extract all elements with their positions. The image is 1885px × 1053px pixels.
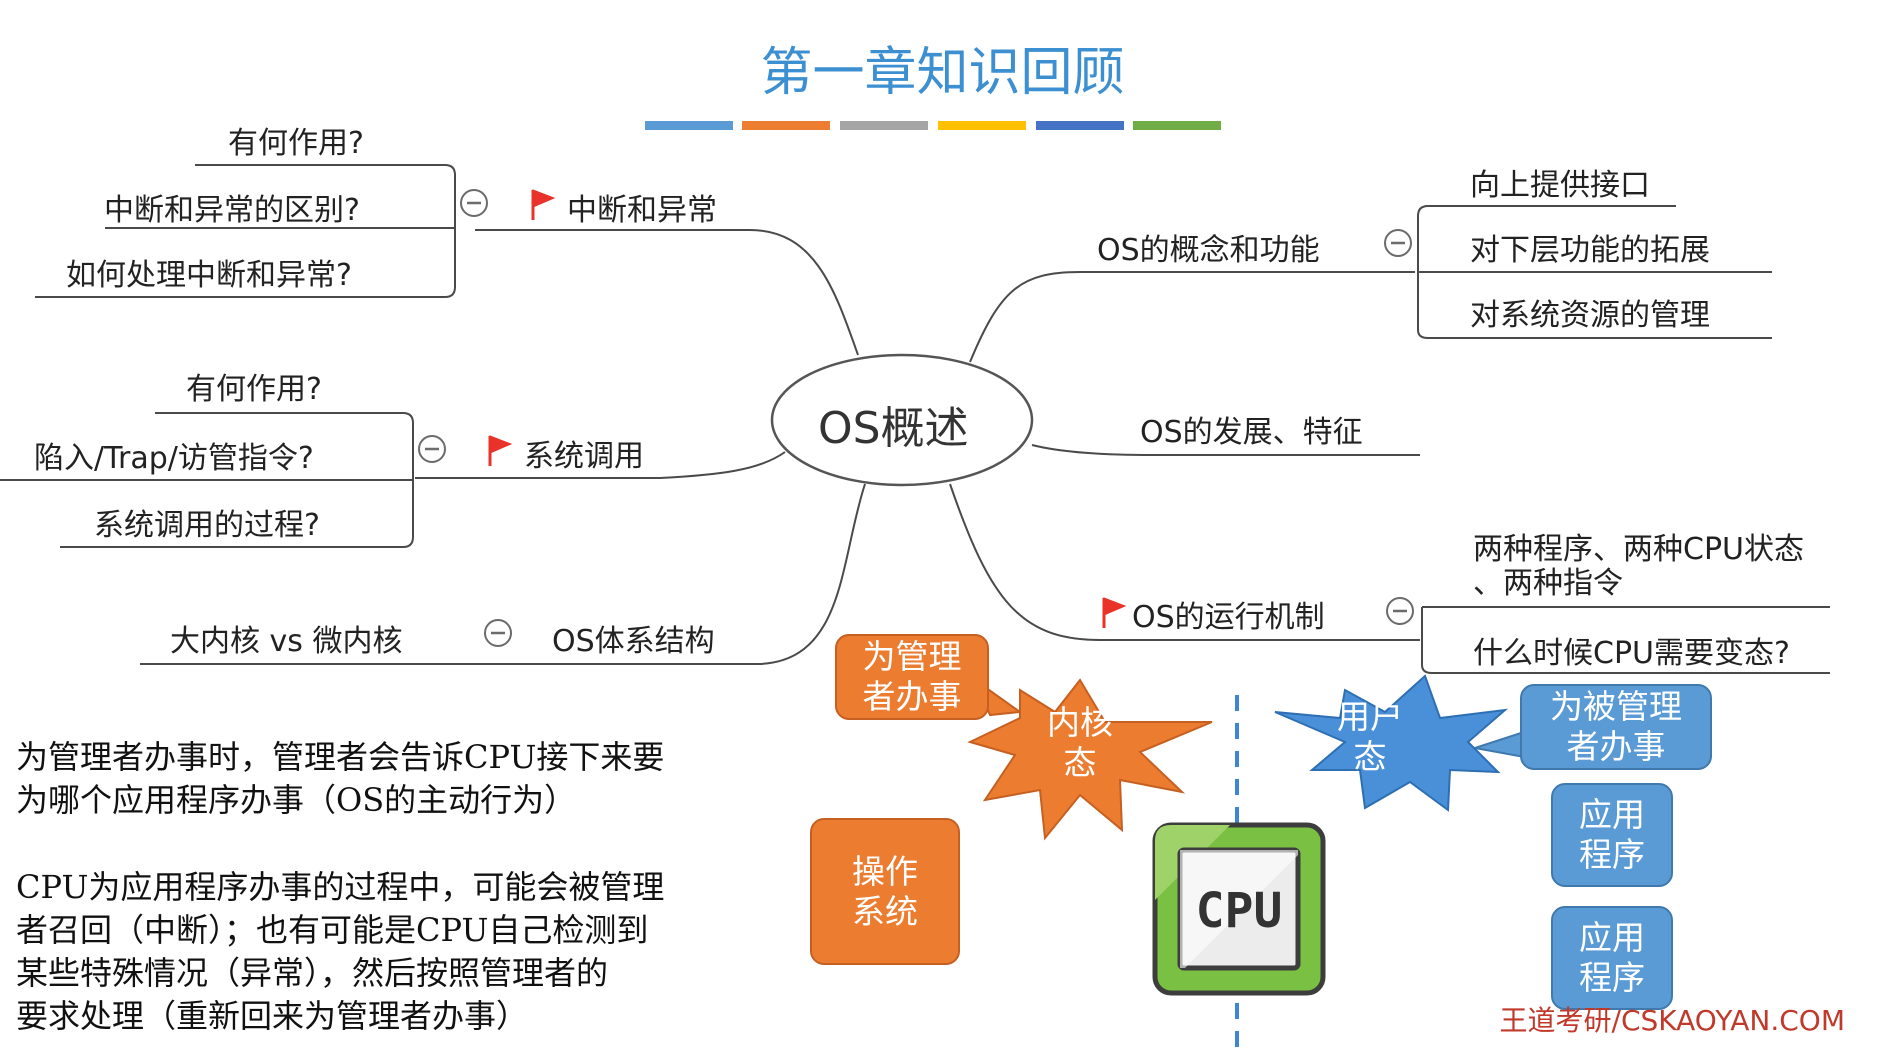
center-node-shape <box>770 353 1034 487</box>
watermark: 王道考研/CSKAOYAN.COM <box>1499 1004 1845 1037</box>
cpu-chip-icon: CPU <box>1152 822 1326 996</box>
node-syscall: 系统调用 <box>524 439 644 474</box>
node-concept: OS的概念和功能 <box>1097 233 1320 268</box>
user-mode-burst <box>1274 674 1509 812</box>
node-arch: OS体系结构 <box>552 624 715 659</box>
node-interrupt-child-1: 有何作用? <box>228 126 364 161</box>
kernel-mode-burst <box>967 678 1213 841</box>
node-concept-child-3: 对系统资源的管理 <box>1470 298 1710 333</box>
callout-serve-managed: 为被管理 者办事 <box>1520 684 1712 770</box>
app-box-1: 应用 程序 <box>1551 783 1673 887</box>
branch-line-develop <box>1031 444 1420 456</box>
node-interrupt-child-3: 如何处理中断和异常? <box>66 258 352 293</box>
flag-icons <box>488 189 1127 628</box>
branch-line-concept <box>969 271 1415 363</box>
branch-line-runtime <box>949 483 1420 641</box>
app-box-2: 应用 程序 <box>1551 906 1673 1010</box>
branch-line-arch <box>140 483 866 665</box>
node-arch-child-1: 大内核 vs 微内核 <box>170 624 403 659</box>
page-title: 第一章知识回顾 <box>760 43 1125 103</box>
branch-line-syscall <box>415 451 786 479</box>
callout-serve-admin: 为管理 者办事 <box>835 634 989 720</box>
node-syscall-child-2: 陷入/Trap/访管指令? <box>34 441 314 476</box>
node-syscall-child-1: 有何作用? <box>186 372 322 407</box>
node-runtime-child-1b: 、两种指令 <box>1473 566 1623 601</box>
center-node: OS概述 <box>818 403 969 454</box>
branch-line-interrupt <box>475 229 859 356</box>
node-runtime: OS的运行机制 <box>1132 600 1325 635</box>
node-runtime-child-2: 什么时候CPU需要变态? <box>1473 636 1790 671</box>
cpu-label: CPU <box>1196 883 1283 939</box>
node-interrupt: 中断和异常 <box>567 193 717 228</box>
explanation-paragraph-2: CPU为应用程序办事的过程中，可能会被管理 者召回（中断）；也有可能是CPU自己… <box>16 868 665 1035</box>
node-runtime-child-1: 两种程序、两种CPU状态 <box>1473 532 1804 567</box>
user-mode-label: 用户 态 <box>1337 697 1403 776</box>
node-concept-child-1: 向上提供接口 <box>1470 168 1650 203</box>
node-concept-child-2: 对下层功能的拓展 <box>1470 233 1710 268</box>
node-syscall-child-3: 系统调用的过程? <box>94 508 320 543</box>
kernel-mode-label: 内核 态 <box>1047 703 1113 782</box>
node-develop: OS的发展、特征 <box>1140 415 1363 450</box>
title-color-bar <box>645 121 1221 130</box>
os-box: 操作 系统 <box>810 818 960 965</box>
node-interrupt-child-2: 中断和异常的区别? <box>104 193 360 228</box>
explanation-paragraph-1: 为管理者办事时，管理者会告诉CPU接下来要 为哪个应用程序办事（OS的主动行为） <box>16 738 665 819</box>
